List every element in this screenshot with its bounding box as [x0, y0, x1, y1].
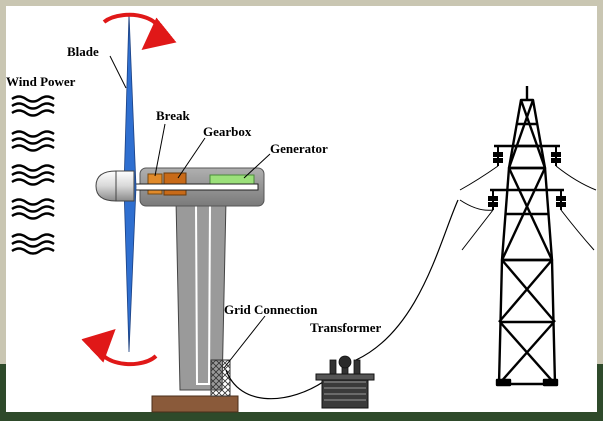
leader-blade — [109, 55, 127, 89]
transformer-icon — [315, 355, 375, 409]
label-transformer: Transformer — [310, 320, 381, 335]
label-blade: Blade — [67, 44, 99, 59]
cable-grid-to-transformer — [225, 369, 327, 400]
transmission-tower-icon — [490, 86, 564, 387]
wind-wave-icon — [11, 130, 55, 152]
cable-transformer-to-pylon — [355, 199, 459, 361]
generator-component — [209, 174, 255, 185]
rotation-arrow-icon — [102, 12, 177, 51]
tower-base — [151, 395, 239, 413]
leader-gearbox — [177, 137, 206, 179]
wind-wave-icon — [11, 164, 55, 186]
rotation-arrow-icon — [81, 329, 158, 367]
wind-wave-icon — [11, 233, 55, 255]
shaft-housing — [133, 183, 259, 191]
wind-wave-icon — [11, 95, 55, 117]
label-grid-connection: Grid Connection — [224, 302, 318, 317]
label-generator: Generator — [270, 141, 328, 156]
label-break: Break — [156, 108, 190, 123]
leader-grid-connection — [223, 315, 266, 369]
power-lines — [459, 165, 597, 251]
label-wind-power: Wind Power — [6, 74, 76, 89]
wind-wave-icon — [11, 198, 55, 220]
white-panel — [6, 6, 597, 412]
leader-lines — [109, 55, 271, 369]
pylon-insulators — [488, 146, 566, 210]
label-gearbox: Gearbox — [203, 124, 252, 139]
nacelle — [133, 167, 265, 207]
wind-waves — [11, 95, 55, 255]
leader-generator — [243, 153, 271, 179]
grid-connection-icon — [210, 359, 231, 397]
leader-break — [154, 123, 166, 177]
rotor-hub — [95, 170, 135, 202]
